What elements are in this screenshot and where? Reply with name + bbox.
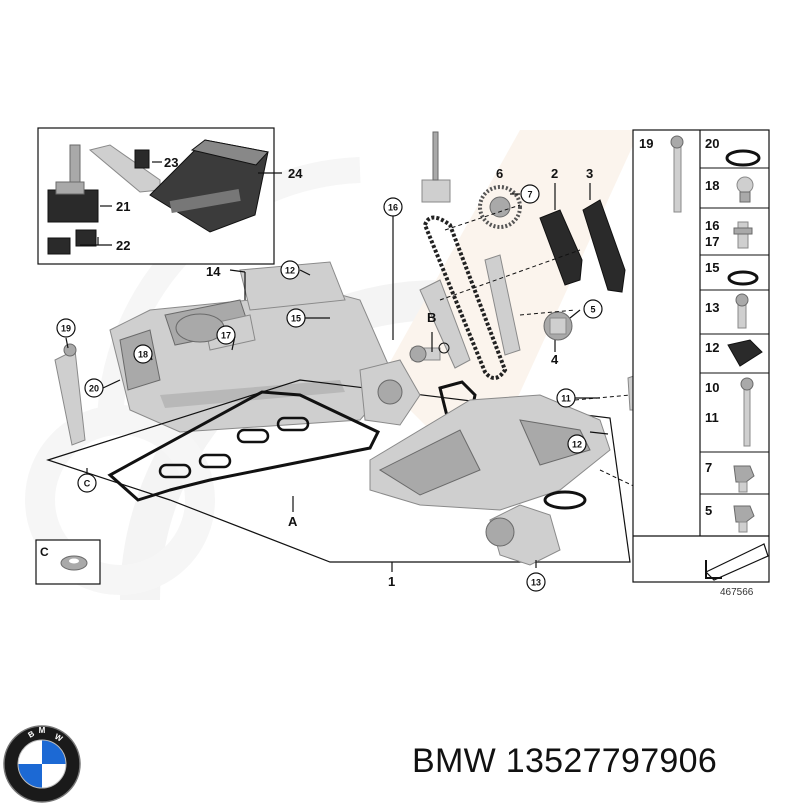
high-pressure-pump	[359, 359, 421, 426]
box-c: C	[35, 539, 101, 585]
arrow-icon	[704, 543, 769, 581]
legend-16: 16	[705, 218, 719, 233]
legend-10: 10	[705, 380, 719, 395]
svg-text:12: 12	[572, 440, 582, 450]
fastener-b	[409, 342, 450, 363]
svg-text:19: 19	[61, 324, 71, 334]
intake-housing	[369, 394, 611, 511]
callout-7: 7	[520, 184, 540, 204]
reference-number: 467566	[720, 587, 754, 598]
svg-text:C: C	[84, 479, 91, 489]
label-a: A	[288, 514, 298, 529]
svg-text:5: 5	[590, 305, 595, 315]
callout-17: 17	[216, 325, 236, 345]
gasket-a	[107, 390, 381, 502]
callout-18: 18	[133, 344, 153, 364]
thermostat-13	[485, 504, 561, 566]
label-23: 23	[164, 155, 178, 170]
legend-11: 11	[705, 410, 719, 425]
box-c-label: C	[40, 545, 49, 559]
callout-19: 19	[56, 318, 76, 338]
bmw-logo: B M W	[3, 725, 81, 803]
camshaft-tool-pin	[432, 131, 439, 181]
legend-12: 12	[705, 340, 719, 355]
guide-rail-3	[582, 199, 626, 293]
tool-21	[47, 144, 99, 223]
legend-17: 17	[705, 234, 719, 249]
svg-text:20: 20	[89, 384, 99, 394]
label-6: 6	[496, 166, 503, 181]
tool-22	[47, 229, 97, 255]
svg-text:12: 12	[285, 266, 295, 276]
svg-text:15: 15	[291, 314, 301, 324]
chain-guide	[419, 279, 471, 369]
label-24: 24	[288, 166, 303, 181]
label-14: 14	[206, 264, 221, 279]
legend-13: 13	[705, 300, 719, 315]
callout-5: 5	[583, 299, 603, 319]
cylinder-head-cover	[109, 261, 396, 433]
camshaft-tool	[421, 179, 451, 203]
label-3: 3	[586, 166, 593, 181]
label-b: B	[427, 310, 436, 325]
svg-text:16: 16	[388, 203, 398, 213]
callout-11: 11	[556, 388, 576, 408]
label-22: 22	[116, 238, 130, 253]
label-4: 4	[551, 352, 559, 367]
legend-15: 15	[705, 260, 719, 275]
callout-12-top: 12	[280, 260, 300, 280]
svg-text:11: 11	[561, 394, 571, 404]
legend-5: 5	[705, 503, 712, 518]
svg-text:18: 18	[138, 350, 148, 360]
brand-part-number: BMW 13527797906	[412, 742, 718, 780]
spark-plug-seals	[158, 416, 310, 479]
timing-chain	[422, 215, 508, 380]
injector	[54, 343, 86, 446]
svg-text:17: 17	[221, 331, 231, 341]
label-2: 2	[551, 166, 558, 181]
chain-rail	[484, 254, 521, 356]
svg-text:7: 7	[527, 190, 532, 200]
svg-text:M: M	[39, 726, 46, 735]
callout-c: C	[77, 473, 97, 493]
tensioner-rail-2	[539, 209, 583, 286]
legend-20: 20	[705, 136, 719, 151]
label-1: 1	[388, 574, 395, 589]
legend-19: 19	[639, 136, 653, 151]
legend-7: 7	[705, 460, 712, 475]
svg-text:13: 13	[531, 578, 541, 588]
callout-15: 15	[286, 308, 306, 328]
callout-12-lower: 12	[567, 434, 587, 454]
callout-16: 16	[383, 197, 403, 217]
tool-case-24	[149, 139, 269, 233]
svg-text:B: B	[27, 729, 37, 740]
sprocket-6	[478, 185, 522, 229]
legend-panel: 19 20 18 16 17 15 13 12 10 11 7 5	[632, 129, 770, 598]
sprocket-4	[543, 311, 573, 341]
svg-text:W: W	[53, 732, 64, 744]
callout-20: 20	[84, 378, 104, 398]
legend-18: 18	[705, 178, 719, 193]
callout-13: 13	[526, 572, 546, 592]
label-21: 21	[116, 199, 130, 214]
assembly-outline	[46, 379, 631, 563]
seal-ring	[543, 490, 587, 510]
